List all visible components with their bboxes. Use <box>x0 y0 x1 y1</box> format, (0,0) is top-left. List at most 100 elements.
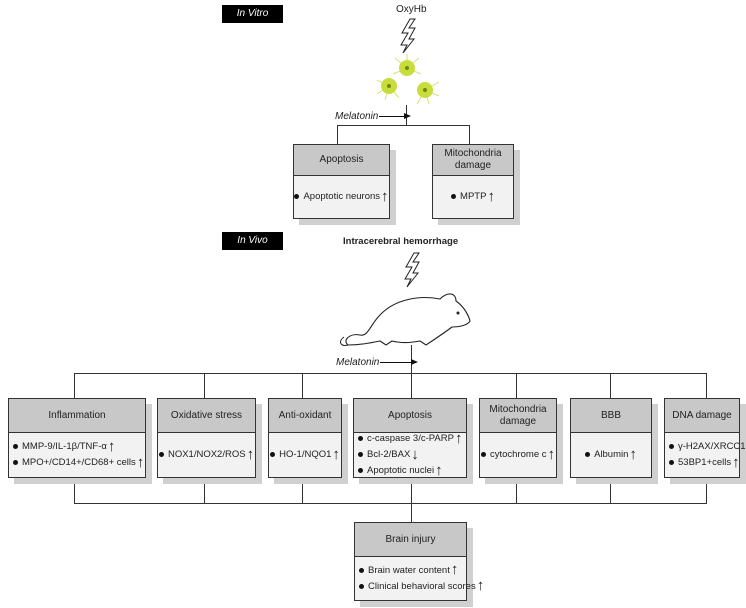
item-text: MPO+/CD14+/CD68+ cells <box>22 457 136 468</box>
box-body: Brain water content↑Clinical behavioral … <box>355 557 484 599</box>
arrow-down-icon: ↓ <box>411 445 419 463</box>
in-vivo-tag: In Vivo <box>222 232 283 250</box>
list-item: Bcl-2/BAX↓ <box>358 445 462 463</box>
item-text: γ-H2AX/XRCC1 <box>678 441 746 452</box>
arrow-up-icon: ↑ <box>454 429 463 447</box>
item-text: HO-1/NQO1 <box>279 449 332 460</box>
arrow-up-icon: ↑ <box>435 461 443 479</box>
list-item: NOX1/NOX2/ROS↑ <box>158 445 255 463</box>
connector <box>302 478 304 503</box>
item-text: MPTP <box>460 191 487 202</box>
box-title: Brain injury <box>355 523 466 557</box>
list-item: MPTP↑ <box>451 187 495 205</box>
bullet-icon <box>358 468 363 473</box>
bullet-icon <box>158 452 164 457</box>
item-text: Albumin <box>594 449 629 460</box>
in-vitro-tag: In Vitro <box>222 5 283 23</box>
item-text: Brain water content <box>368 564 450 576</box>
list-item: HO-1/NQO1↑ <box>270 445 340 463</box>
connector <box>610 478 612 503</box>
neurons-icon <box>376 54 440 105</box>
connector <box>516 478 518 503</box>
list-item: MMP-9/IL-1β/TNF-α↑ <box>13 437 141 455</box>
box-body: HO-1/NQO1↑ <box>269 433 341 476</box>
box-title: Mitochondria damage <box>480 399 556 433</box>
arrow-up-icon: ↑ <box>381 187 389 205</box>
list-item: γ-H2AX/XRCC1↑ <box>669 441 746 453</box>
box-body: cytochrome c↑ <box>480 433 556 476</box>
connector <box>302 373 304 398</box>
item-text: MMP-9/IL-1β/TNF-α <box>22 441 107 452</box>
arrow-up-icon: ↑ <box>450 561 459 578</box>
item-text: Clinical behavioral scores <box>368 580 476 592</box>
list-item: Clinical behavioral scores↑ <box>359 578 484 593</box>
box-title: Mitochondria damage <box>433 145 513 176</box>
connector <box>74 373 76 398</box>
bullet-icon <box>451 194 457 199</box>
bullet-icon <box>13 460 18 465</box>
box-body: MMP-9/IL-1β/TNF-α↑MPO+/CD14+/CD68+ cells… <box>9 433 145 476</box>
lightning-icon <box>400 18 416 54</box>
bullet-icon <box>359 583 364 589</box>
box-body: γ-H2AX/XRCC1↑53BP1+cells↑ <box>665 433 746 476</box>
bullet-icon <box>669 444 674 449</box>
box-body: Apoptotic neurons↑ <box>294 176 389 217</box>
connector <box>469 125 471 145</box>
bullet-icon <box>669 460 674 465</box>
item-text: Apoptotic neurons <box>303 191 381 202</box>
connector <box>411 373 413 398</box>
box-title: Apoptosis <box>354 399 466 433</box>
bullet-icon <box>358 452 363 457</box>
arrow-up-icon: ↑ <box>732 453 740 471</box>
item-text: NOX1/NOX2/ROS <box>167 449 246 460</box>
box-title: Apoptosis <box>294 145 389 176</box>
connector <box>706 478 708 503</box>
arrow-up-icon: ↑ <box>629 445 637 463</box>
bullet-icon <box>585 452 591 457</box>
connector <box>411 478 413 503</box>
box-title: BBB <box>571 399 651 433</box>
item-text: Bcl-2/BAX <box>367 449 411 460</box>
ich-label: Intracerebral hemorrhage <box>343 236 459 247</box>
box-title: Inflammation <box>9 399 145 433</box>
list-item: Apoptotic neurons↑ <box>294 187 389 205</box>
arrow-up-icon: ↑ <box>107 437 116 455</box>
list-item: Apoptotic nuclei↑ <box>358 461 462 479</box>
arrow-up-icon: ↑ <box>487 187 495 205</box>
box-title: DNA damage <box>665 399 739 433</box>
melatonin-arrow: Melatonin <box>336 357 419 368</box>
arrow-up-icon: ↑ <box>332 445 340 463</box>
oxyhb-label: OxyHb <box>396 4 427 15</box>
rat-icon <box>340 293 471 346</box>
arrow-up-icon: ↑ <box>246 445 255 463</box>
connector <box>74 478 76 503</box>
connector <box>204 478 206 503</box>
item-text: 53BP1+cells <box>678 457 732 468</box>
box-body: NOX1/NOX2/ROS↑ <box>158 433 255 476</box>
list-item: 53BP1+cells↑ <box>669 455 740 470</box>
list-item: c-caspase 3/c-PARP↑ <box>358 429 463 447</box>
lightning-icon <box>404 252 420 288</box>
connector <box>411 503 413 522</box>
arrow-up-icon: ↑ <box>136 453 145 471</box>
arrow-up-icon: ↑ <box>476 577 485 594</box>
connector <box>610 373 612 398</box>
item-text: Apoptotic nuclei <box>367 465 435 476</box>
list-item: Brain water content↑ <box>359 561 462 578</box>
list-item: MPO+/CD14+/CD68+ cells↑ <box>13 455 144 470</box>
connector <box>204 373 206 398</box>
bullet-icon <box>359 567 364 573</box>
arrow-up-icon: ↑ <box>547 445 556 463</box>
item-text: cytochrome c <box>490 449 547 460</box>
list-item: Albumin↑ <box>585 445 637 463</box>
connector <box>516 373 518 398</box>
box-title: Oxidative stress <box>158 399 255 433</box>
